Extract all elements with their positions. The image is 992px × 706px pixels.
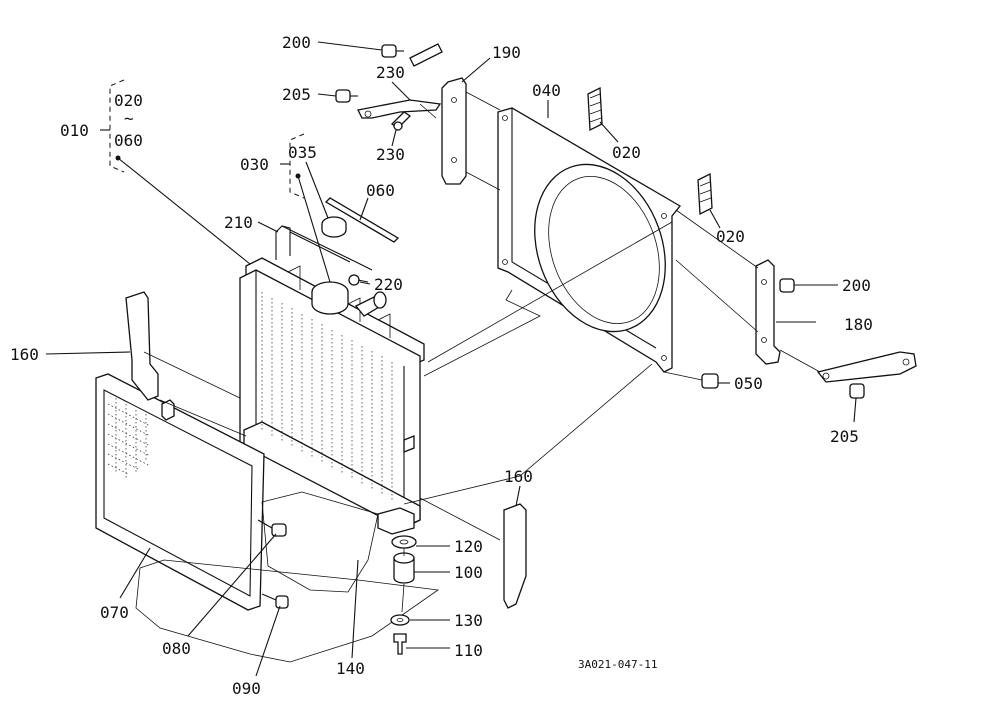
drawing-code: 3A021-047-11 <box>578 658 657 671</box>
label-050: 050 <box>734 374 763 393</box>
label-220: 220 <box>374 275 403 294</box>
label-060: 060 <box>114 131 143 150</box>
part-205-bolt-top <box>335 89 358 103</box>
label-205: 205 <box>282 85 311 104</box>
part-020-seal-a <box>587 86 603 132</box>
label-tilde: ~ <box>124 109 134 128</box>
label-210: 210 <box>224 213 253 232</box>
part-070-screen <box>95 373 265 611</box>
part-205-bolt-right <box>849 383 865 399</box>
label-200: 200 <box>282 33 311 52</box>
label-140: 140 <box>336 659 365 678</box>
label-205: 205 <box>830 427 859 446</box>
label-180: 180 <box>844 315 873 334</box>
label-070: 070 <box>100 603 129 622</box>
part-100-cushion <box>393 552 415 584</box>
screen-mesh <box>107 398 151 478</box>
part-060-hose <box>324 197 400 243</box>
part-180-bracket <box>755 259 781 365</box>
label-230: 230 <box>376 145 405 164</box>
part-020-seal-b <box>697 172 713 216</box>
part-040-fan-shroud <box>497 107 681 373</box>
label-160: 160 <box>10 345 39 364</box>
part-160-side-seal-left <box>125 291 159 401</box>
label-020: 020 <box>612 143 641 162</box>
part-110-bolt <box>393 633 407 655</box>
part-130-washer <box>390 614 410 626</box>
part-140-guide-plate <box>135 491 440 663</box>
label-130: 130 <box>454 611 483 630</box>
label-035: 035 <box>288 143 317 162</box>
label-200: 200 <box>842 276 871 295</box>
part-050-bolt <box>701 373 719 389</box>
part-120-washer <box>391 535 417 549</box>
label-230: 230 <box>376 63 405 82</box>
label-090: 090 <box>232 679 261 698</box>
label-020: 020 <box>716 227 745 246</box>
label-110: 110 <box>454 641 483 660</box>
label-160: 160 <box>504 467 533 486</box>
part-090-bolt <box>261 593 289 609</box>
part-200-bolt-right <box>779 278 795 293</box>
label-100: 100 <box>454 563 483 582</box>
part-190-bracket <box>441 77 467 185</box>
part-200-bolt-top <box>381 43 443 67</box>
label-020: 020 <box>114 91 143 110</box>
label-010: 010 <box>60 121 89 140</box>
part-080-bolt <box>257 519 287 537</box>
part-220-clip <box>348 274 369 286</box>
part-230-stay <box>357 99 442 131</box>
label-080: 080 <box>162 639 191 658</box>
part-160-side-seal-right <box>503 503 527 609</box>
leader-lines <box>45 41 857 677</box>
label-040: 040 <box>532 81 561 100</box>
part-labels: 200 190 205 230 230 040 020 020 010 020 … <box>10 33 873 698</box>
part-035-radiator-cap <box>321 216 347 238</box>
label-190: 190 <box>492 43 521 62</box>
radiator-core <box>239 257 425 535</box>
label-060: 060 <box>366 181 395 200</box>
label-030: 030 <box>240 155 269 174</box>
part-stay-right <box>816 351 917 383</box>
label-120: 120 <box>454 537 483 556</box>
